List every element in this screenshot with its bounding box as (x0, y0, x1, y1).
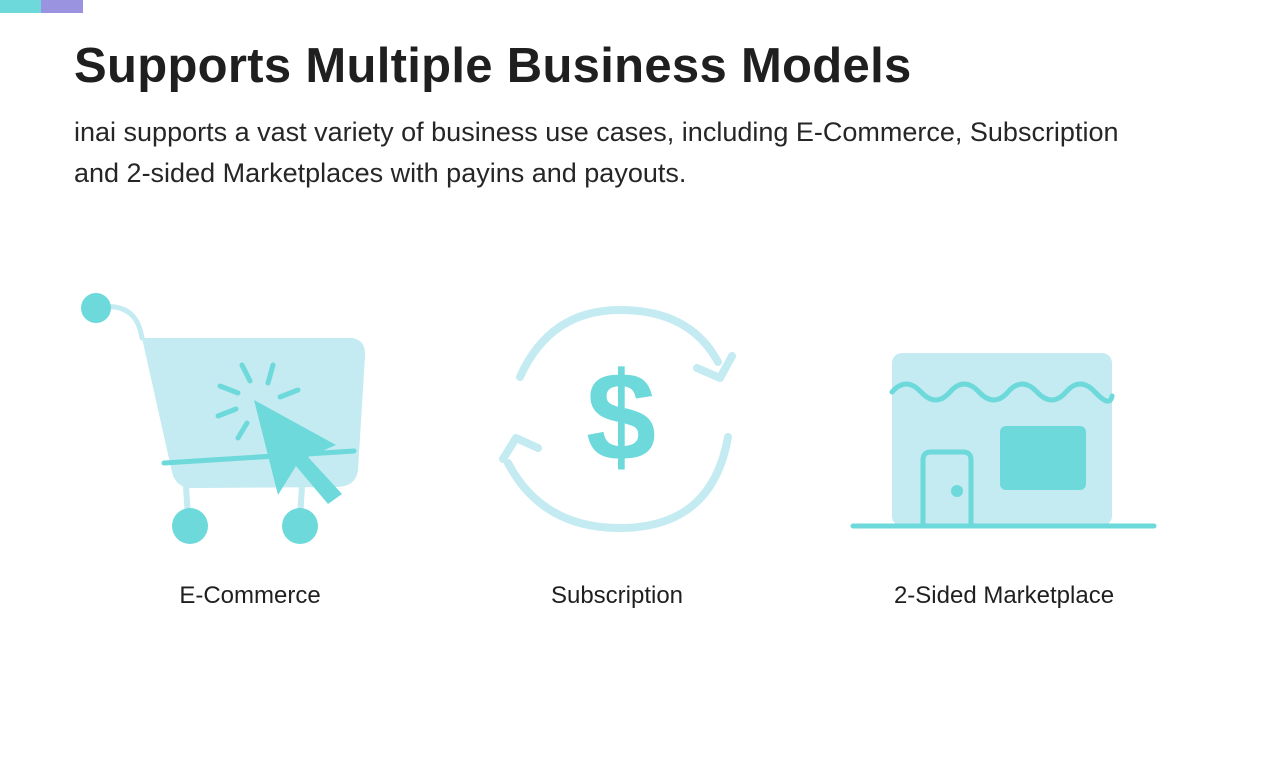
feature-ecommerce: E-Commerce (70, 280, 390, 620)
feature-label-subscription: Subscription (550, 582, 684, 609)
feature-marketplace: 2-Sided Marketplace (840, 280, 1170, 620)
shopping-cart-click-icon (81, 293, 366, 544)
feature-label-marketplace: 2-Sided Marketplace (893, 582, 1115, 609)
page-subtitle: inai supports a vast variety of business… (74, 117, 1119, 188)
accent-bar-purple (41, 0, 83, 13)
feature-subscription: $ Subscription (480, 280, 760, 620)
page-title: Supports Multiple Business Models (74, 39, 912, 93)
accent-bar-teal (0, 0, 41, 13)
svg-text:$: $ (586, 346, 656, 487)
feature-label-ecommerce: E-Commerce (179, 582, 321, 609)
recurring-dollar-icon: $ (499, 305, 736, 533)
storefront-icon (850, 353, 1157, 529)
